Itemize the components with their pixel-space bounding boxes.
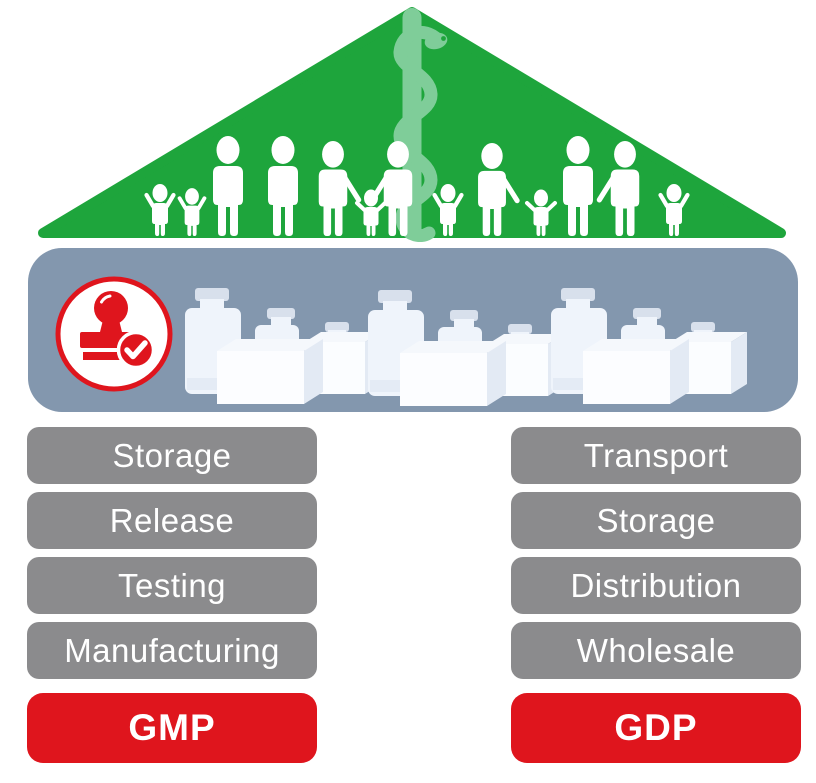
snake-eye (441, 36, 446, 41)
gdp-step-storage: Storage (511, 492, 801, 549)
gdp-column: Transport Storage Distribution Wholesale… (511, 427, 801, 763)
gmp-step-storage: Storage (27, 427, 317, 484)
approval-stamp-icon (55, 276, 173, 392)
gdp-label: GDP (511, 693, 801, 763)
gmp-step-manufacturing: Manufacturing (27, 622, 317, 679)
gmp-step-release: Release (27, 492, 317, 549)
gmp-label: GMP (27, 693, 317, 763)
gdp-step-transport: Transport (511, 427, 801, 484)
roof-illustration (38, 7, 786, 242)
checkmark-icon (124, 340, 148, 360)
gmp-step-testing: Testing (27, 557, 317, 614)
gdp-step-wholesale: Wholesale (511, 622, 801, 679)
gmp-column: Storage Release Testing Manufacturing GM… (27, 427, 317, 763)
medicine-bottles-and-boxes (185, 288, 747, 406)
gdp-step-distribution: Distribution (511, 557, 801, 614)
